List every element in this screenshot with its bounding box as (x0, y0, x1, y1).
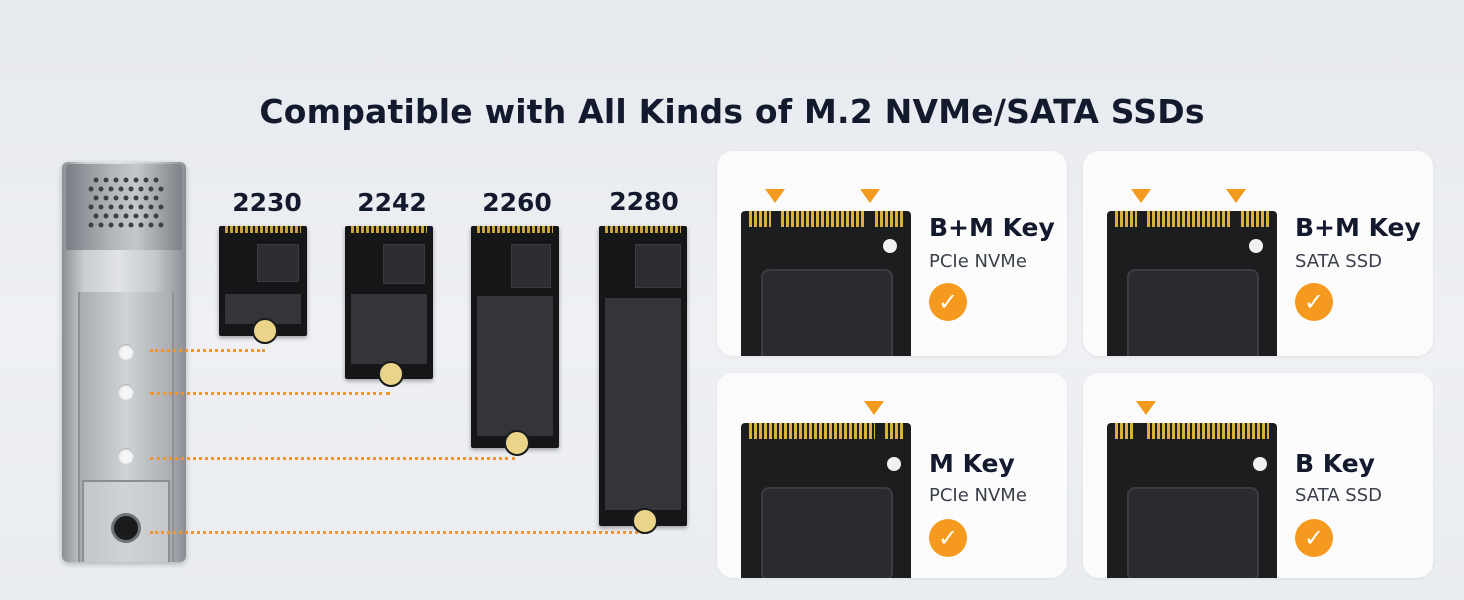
vent-holes-icon (88, 177, 164, 228)
interface-label: SATA SSD (1295, 485, 1383, 506)
mount-hole (118, 344, 134, 360)
pcb-connector (741, 423, 911, 578)
key-card-m-nvme: M Key PCIe NVMe ✓ (717, 373, 1067, 578)
notch-arrow-icon (1131, 189, 1151, 203)
pcb-connector (1107, 423, 1277, 578)
notch-arrow-icon (864, 401, 884, 415)
key-type-label: B+M Key (1295, 213, 1421, 242)
check-circle-icon: ✓ (1295, 283, 1333, 321)
interface-label: PCIe NVMe (929, 485, 1027, 506)
ssd-enclosure (62, 162, 186, 562)
ssd-module-2260 (471, 226, 559, 456)
notch-arrow-icon (1136, 401, 1156, 415)
interface-label: PCIe NVMe (929, 251, 1027, 272)
mount-hole (118, 384, 134, 400)
guide-line-2242 (150, 392, 390, 395)
check-circle-icon: ✓ (1295, 519, 1333, 557)
ssd-size-label-2280: 2280 (609, 187, 679, 216)
ssd-module-2230 (219, 226, 307, 344)
interface-label: SATA SSD (1295, 251, 1383, 272)
ssd-module-2242 (345, 226, 433, 387)
screw-icon (114, 516, 138, 540)
ssd-module-2280 (599, 226, 687, 534)
key-card-b-sata: B Key SATA SSD ✓ (1083, 373, 1433, 578)
page-title: Compatible with All Kinds of M.2 NVMe/SA… (259, 92, 1205, 131)
key-card-bm-nvme: B+M Key PCIe NVMe ✓ (717, 151, 1067, 356)
pcb-connector (1107, 211, 1277, 356)
key-type-label: B+M Key (929, 213, 1055, 242)
check-circle-icon: ✓ (929, 519, 967, 557)
ssd-size-label-2242: 2242 (357, 188, 427, 217)
pcb-connector (741, 211, 911, 356)
notch-arrow-icon (860, 189, 880, 203)
key-type-label: B Key (1295, 449, 1375, 478)
notch-arrow-icon (1226, 189, 1246, 203)
check-circle-icon: ✓ (929, 283, 967, 321)
mount-hole (118, 448, 134, 464)
enclosure-vent-cap (66, 164, 182, 250)
key-card-bm-sata: B+M Key SATA SSD ✓ (1083, 151, 1433, 356)
guide-line-2260 (150, 457, 515, 460)
guide-line-2280 (150, 531, 644, 534)
guide-line-2230 (150, 349, 265, 352)
ssd-size-label-2260: 2260 (482, 188, 552, 217)
ssd-size-label-2230: 2230 (232, 188, 302, 217)
key-type-label: M Key (929, 449, 1015, 478)
notch-arrow-icon (765, 189, 785, 203)
